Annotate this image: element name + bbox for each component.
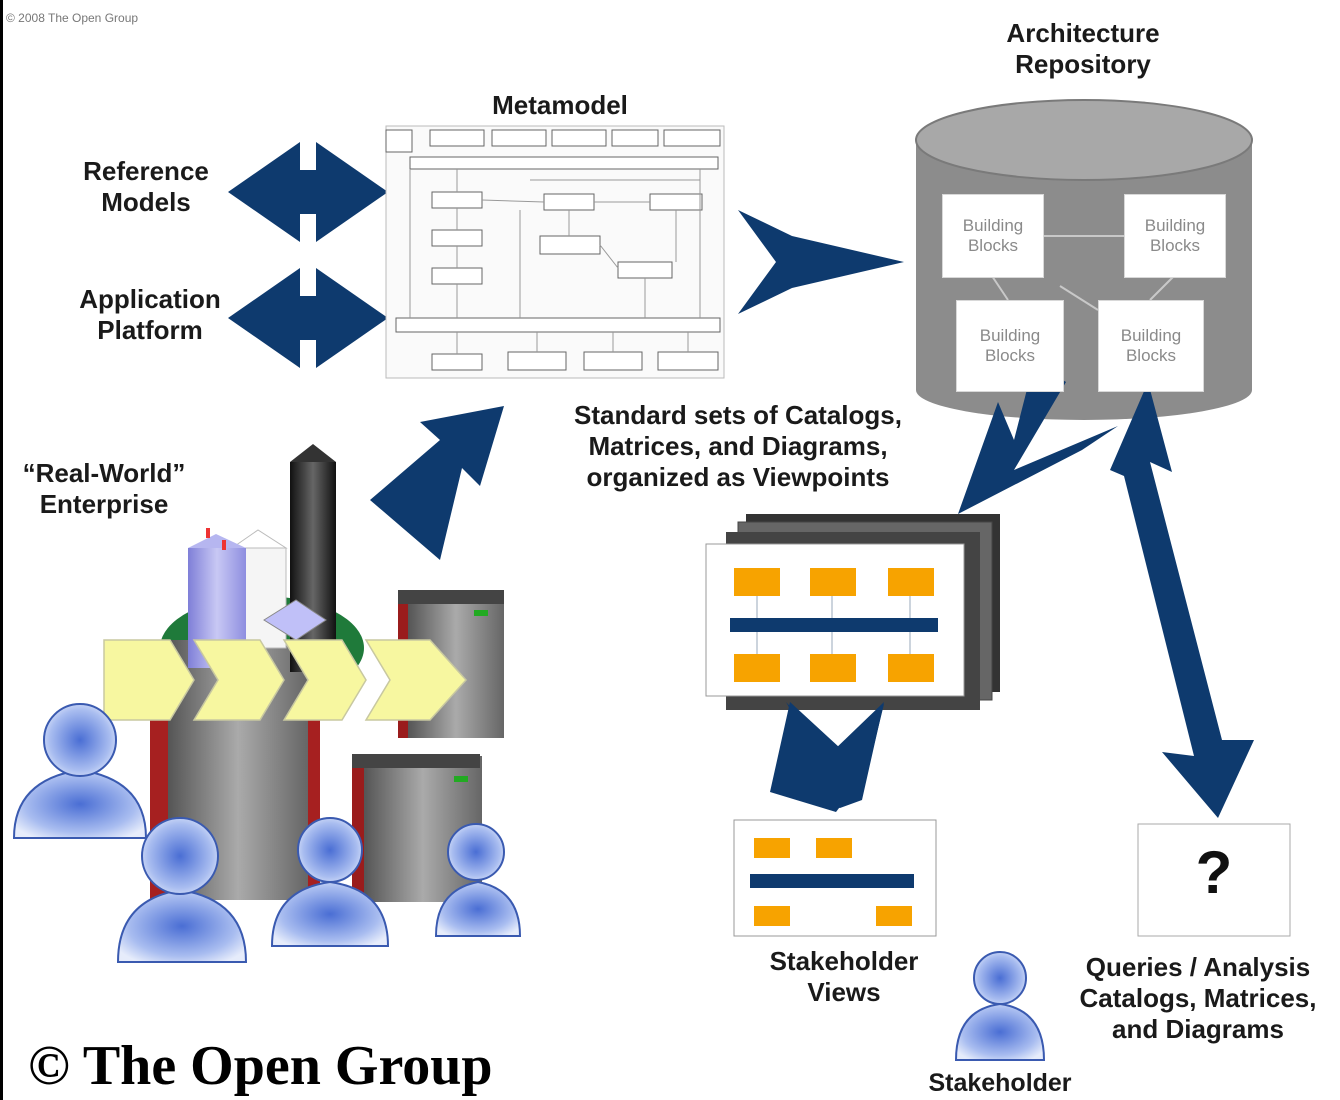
stakeholder-views-line2: Views	[807, 977, 881, 1008]
left-border	[0, 0, 3, 1100]
reference-models-label: Reference Models	[40, 156, 252, 218]
stakeholder-views-label: Stakeholder Views	[740, 946, 948, 1008]
enterprise-to-metamodel-arrow	[370, 406, 504, 560]
application-platform-line1: Application	[79, 284, 221, 314]
stakeholder-views-sheet	[733, 819, 937, 937]
building-block-2-line1: Building	[1144, 215, 1206, 235]
standard-sets-line2: Matrices, and Diagrams,	[588, 431, 888, 462]
real-world-line1: “Real-World”	[22, 458, 186, 488]
platform-double-arrow	[228, 268, 388, 368]
metamodel-diagram	[385, 125, 725, 379]
standard-sets-line1: Standard sets of Catalogs,	[574, 400, 902, 430]
application-platform-line2: Platform	[97, 315, 203, 346]
repository-queries-double-arrow	[1110, 382, 1254, 818]
metamodel-label: Metamodel	[492, 90, 628, 120]
person-large-center	[116, 817, 248, 963]
reference-models-line1: Reference	[83, 156, 209, 186]
viewpoint-sheets	[705, 514, 1000, 710]
building-block-3-line2: Blocks	[984, 346, 1036, 365]
standard-sets-label: Standard sets of Catalogs, Matrices, and…	[530, 400, 946, 494]
viewpoints-to-views-arrow-head	[770, 702, 884, 812]
architecture-repository-line1: Architecture	[1006, 18, 1160, 48]
building-block-4-line1: Building	[1120, 325, 1182, 345]
stakeholder-views-line1: Stakeholder	[769, 946, 919, 976]
queries-analysis-line2: Catalogs, Matrices,	[1079, 983, 1317, 1014]
small-copyright: © 2008 The Open Group	[6, 11, 139, 25]
architecture-repository-line2: Repository	[1015, 49, 1151, 80]
building-block-1-line1: Building	[962, 215, 1024, 235]
query-symbol: ?	[1195, 839, 1233, 906]
stakeholder-label: Stakeholder	[928, 1069, 1072, 1097]
real-world-line2: Enterprise	[39, 489, 169, 520]
enterprise-illustration	[12, 444, 522, 963]
building-block-4-line2: Blocks	[1125, 346, 1177, 365]
reference-double-arrow	[228, 142, 388, 242]
real-world-enterprise-label: “Real-World” Enterprise	[4, 458, 204, 520]
building-block-1-line2: Blocks	[967, 236, 1019, 255]
person-medium	[270, 817, 390, 947]
metamodel-to-repository-arrow	[738, 210, 904, 314]
queries-analysis-line3: and Diagrams	[1112, 1014, 1284, 1045]
repository-to-viewpoints-arrow	[958, 362, 1118, 514]
reference-models-line2: Models	[101, 187, 191, 218]
queries-box	[1137, 823, 1291, 937]
copyright-footer: © The Open Group	[28, 1035, 493, 1097]
building-block-2-line2: Blocks	[1149, 236, 1201, 255]
standard-sets-line3: organized as Viewpoints	[586, 462, 890, 493]
stakeholder-person-icon	[954, 951, 1046, 1061]
person-small	[434, 823, 522, 937]
person-large-left	[12, 703, 148, 839]
application-platform-label: Application Platform	[44, 284, 256, 346]
queries-analysis-line1: Queries / Analysis	[1085, 952, 1311, 982]
building-block-3-line1: Building	[979, 325, 1041, 345]
queries-analysis-label: Queries / Analysis Catalogs, Matrices, a…	[1060, 952, 1336, 1046]
architecture-repository-label: Architecture Repository	[960, 18, 1206, 80]
